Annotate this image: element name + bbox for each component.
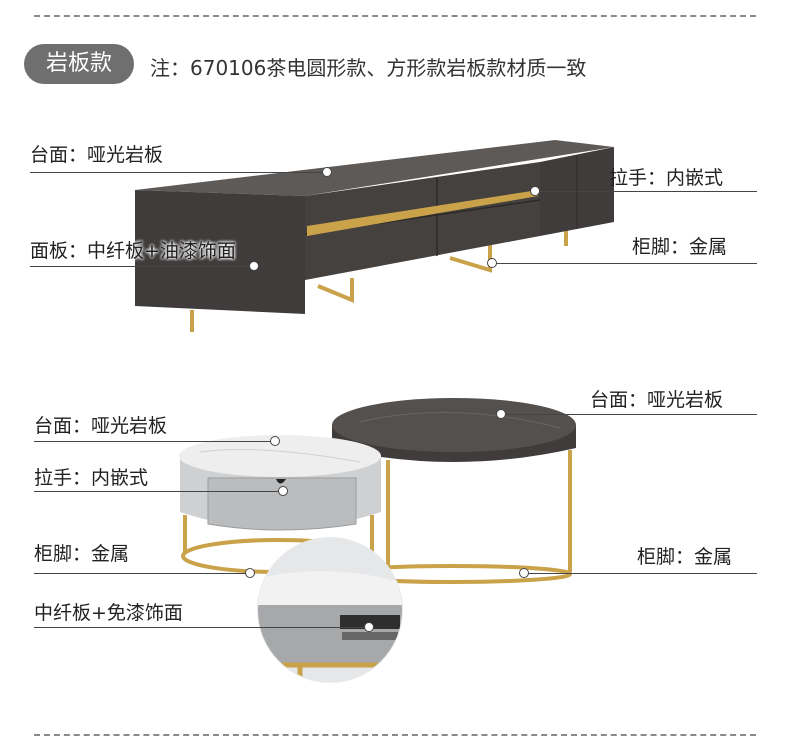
ct-small-top-dot bbox=[270, 436, 280, 446]
tv-top-dot bbox=[322, 167, 332, 177]
ct-leg-right-leader bbox=[524, 573, 757, 574]
ct-big-top-leader bbox=[500, 414, 757, 415]
ct-leg-left-label: 柜脚：金属 bbox=[34, 543, 130, 565]
tv-leg-dot bbox=[487, 258, 497, 268]
tv-cabinet bbox=[135, 140, 614, 332]
tv-top-label: 台面：哑光岩板 bbox=[30, 144, 164, 166]
coffee-table-small bbox=[179, 435, 381, 574]
ct-panel-leader bbox=[34, 627, 368, 628]
bottom-dashed-divider bbox=[34, 734, 756, 736]
ct-small-top-label: 台面：哑光岩板 bbox=[34, 415, 168, 437]
stone-style-badge: 岩板款 bbox=[24, 44, 134, 84]
ct-panel-dot bbox=[364, 622, 374, 632]
ct-leg-left-dot bbox=[245, 568, 255, 578]
ct-handle-leader bbox=[34, 491, 282, 492]
material-note: 注：670106茶电圆形款、方形款岩板款材质一致 bbox=[150, 56, 587, 80]
coffee-table-large bbox=[332, 398, 576, 584]
tv-leg-leader bbox=[491, 263, 757, 264]
tv-leg-label: 柜脚：金属 bbox=[632, 236, 728, 258]
ct-big-top-label: 台面：哑光岩板 bbox=[590, 389, 724, 411]
tv-top-leader bbox=[30, 172, 326, 173]
drawer-detail-inset bbox=[257, 537, 403, 683]
tv-handle-dot bbox=[530, 186, 540, 196]
ct-panel-label: 中纤板+免漆饰面 bbox=[34, 602, 183, 624]
ct-small-top-leader bbox=[34, 441, 274, 442]
top-dashed-divider bbox=[34, 15, 756, 17]
ct-big-top-dot bbox=[496, 409, 506, 419]
tv-panel-label: 面板：中纤板+油漆饰面 bbox=[30, 240, 236, 262]
ct-leg-right-label: 柜脚：金属 bbox=[637, 546, 733, 568]
tv-handle-leader bbox=[535, 191, 757, 192]
ct-leg-left-leader bbox=[34, 573, 250, 574]
ct-handle-label: 拉手：内嵌式 bbox=[34, 467, 149, 489]
tv-handle-label: 拉手：内嵌式 bbox=[609, 167, 724, 189]
ct-handle-dot bbox=[278, 486, 288, 496]
tv-panel-dot bbox=[249, 261, 259, 271]
ct-leg-right-dot bbox=[519, 568, 529, 578]
tv-panel-leader bbox=[30, 266, 254, 267]
